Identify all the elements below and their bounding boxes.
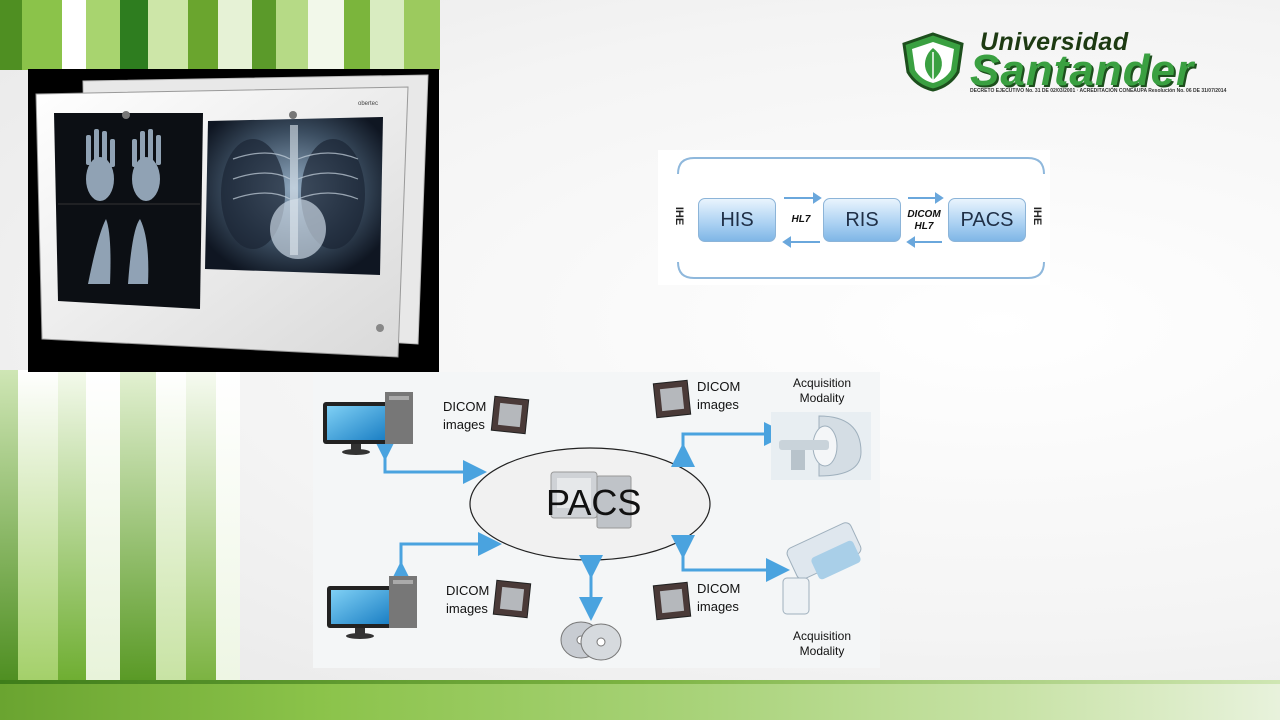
modality-label-bottom-2: Modality <box>799 644 845 658</box>
ihe-workflow-diagram: IHE IHE HIS RIS PACS HL7 DICOM HL7 <box>658 150 1050 285</box>
dicom-label-bottom-right-2: images <box>697 599 739 614</box>
storage-disc-icon <box>560 621 622 661</box>
dicom-label-top-right-2: images <box>697 397 739 412</box>
pacs-node: PACS <box>948 198 1026 242</box>
workstation-bottom-icon <box>327 576 417 639</box>
bottom-green-band <box>0 680 1280 720</box>
logo-decree-text: DECRETO EJECUTIVO No. 31 DE 02/03/2001 ·… <box>970 88 1227 94</box>
ris-node: RIS <box>823 198 901 242</box>
logo-santander-text: Santander <box>970 46 1195 95</box>
ris-pacs-link-label-1: DICOM <box>907 209 941 220</box>
dicom-label-top-right-1: DICOM <box>697 379 741 394</box>
modality-label-top-2: Modality <box>799 391 845 405</box>
dicom-label-bottom-left-1: DICOM <box>446 583 490 598</box>
pacs-network-diagram: PACS DICOM images DICOM images DICOM ima… <box>313 372 880 668</box>
dicom-image-icons <box>490 379 692 621</box>
leaf-shield-icon <box>902 32 964 92</box>
ihe-frame-lines <box>677 157 1045 279</box>
decorative-stripes-top <box>0 0 440 70</box>
dicom-label-bottom-right-1: DICOM <box>697 581 741 596</box>
pacs-center-label: PACS <box>546 482 642 523</box>
workstation-top-icon <box>323 392 413 455</box>
dicom-label-top-left-2: images <box>443 417 485 432</box>
dicom-label-bottom-left-2: images <box>446 601 488 616</box>
ihe-right-label: IHE <box>1031 206 1044 226</box>
decorative-stripes-left <box>0 370 240 680</box>
xray-lightbox-photo: obertec <box>28 69 439 372</box>
pacs-server-icon <box>550 471 632 529</box>
dicom-label-top-left-1: DICOM <box>443 399 487 414</box>
his-node: HIS <box>698 198 776 242</box>
modality-label-bottom-1: Acquisition <box>792 629 852 643</box>
xray-machine-icon <box>782 522 862 615</box>
his-ris-link-label: HL7 <box>791 214 811 225</box>
ihe-left-label: IHE <box>673 206 686 226</box>
modality-label-top-1: Acquisition <box>792 376 852 390</box>
university-logo: Universidad Santander DECRETO EJECUTIVO … <box>900 28 1260 98</box>
ct-scanner-icon <box>771 412 871 480</box>
ris-pacs-link-label-2: HL7 <box>914 221 934 232</box>
pacs-diagram-graphics <box>323 379 871 661</box>
logo-university-text: Universidad <box>980 28 1129 56</box>
lightbox-brand-text: obertec <box>358 101 378 107</box>
